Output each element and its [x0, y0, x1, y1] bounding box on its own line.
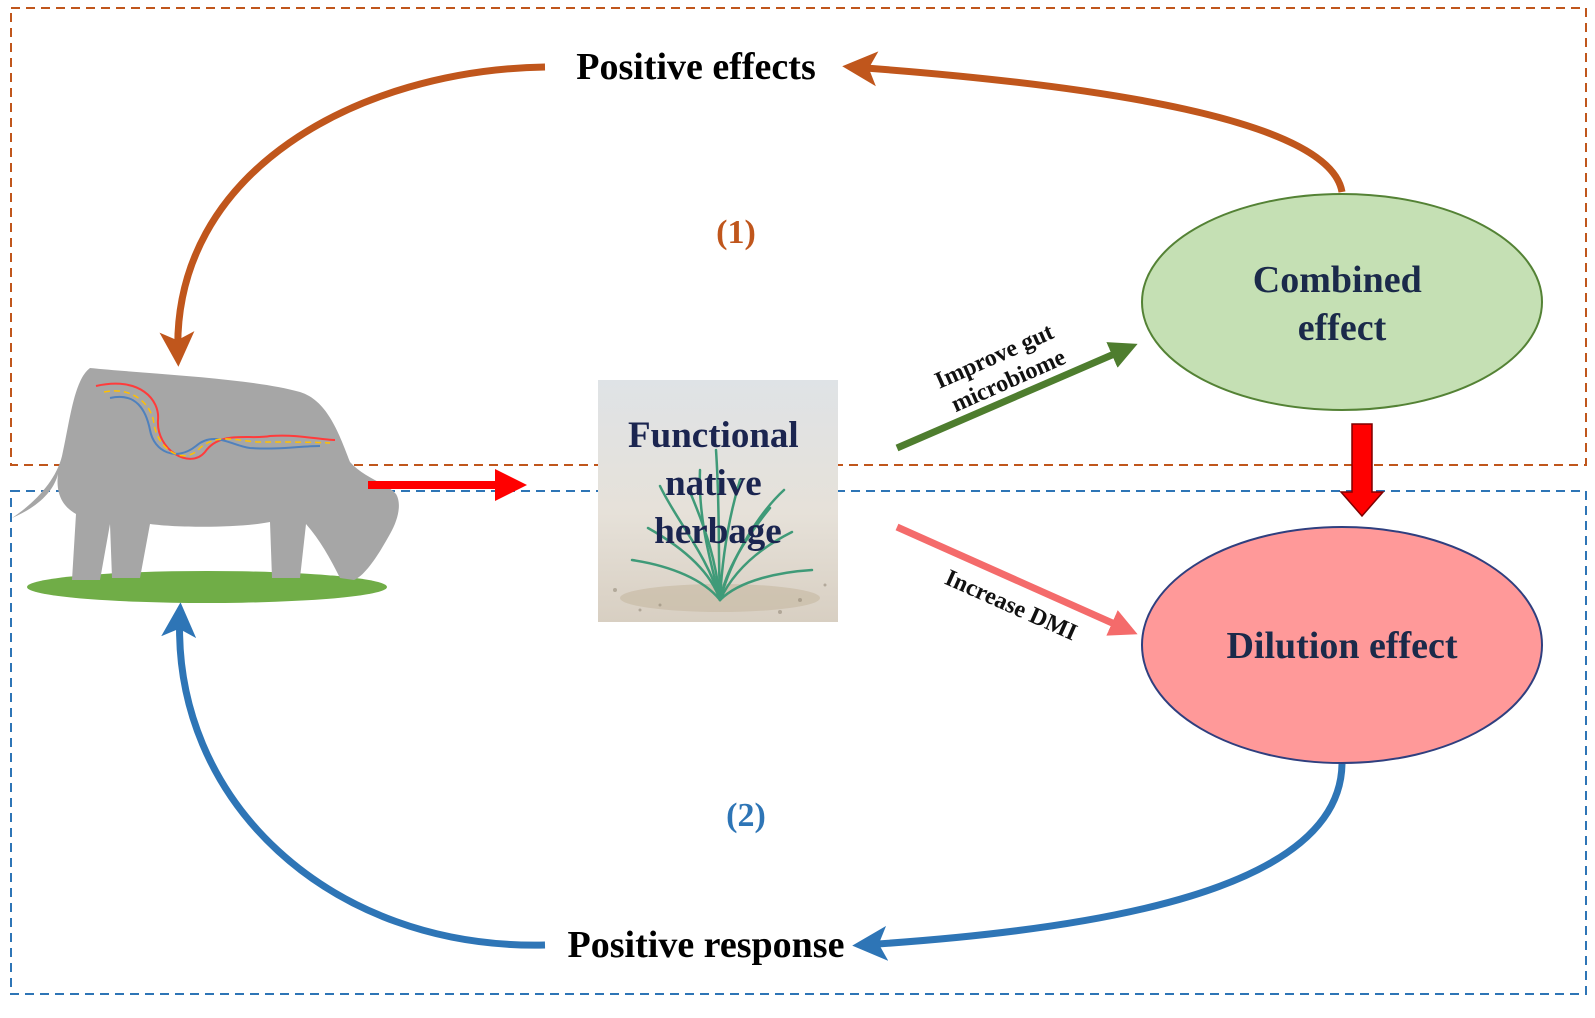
cow-illustration — [12, 368, 399, 603]
arrow-dilution-to-positive-response — [852, 763, 1346, 961]
cow-gut-red — [95, 382, 336, 460]
arrow-herbage-to-dilution — [895, 523, 1138, 636]
combined-effect-ellipse — [1141, 193, 1543, 411]
section-1-label: (1) — [716, 214, 756, 251]
positive-response-label: Positive response — [568, 924, 845, 966]
combined-effect-label: Combined effect — [1253, 259, 1431, 349]
combined-effect-line-2: effect — [1298, 307, 1387, 349]
grass-ellipse — [27, 571, 387, 603]
positive-effects-label: Positive effects — [576, 46, 816, 88]
herbage-photo — [598, 380, 838, 622]
arrow-combined-to-positive-effects — [842, 51, 1346, 193]
arrow-positive-response-to-cow — [161, 602, 546, 949]
cow-gut-blue — [109, 395, 321, 455]
region-1-frame — [10, 7, 1587, 466]
center-label-line-2: native — [665, 463, 762, 504]
section-2-label: (2) — [726, 797, 766, 834]
cow-silhouette — [12, 368, 399, 580]
dilution-effect-label: Dilution effect — [1226, 625, 1457, 667]
center-label: Functional native herbage — [628, 415, 808, 552]
dilution-effect-ellipse — [1141, 526, 1543, 764]
arrow-combined-to-dilution — [1339, 423, 1385, 518]
combined-effect-line-1: Combined — [1253, 259, 1422, 301]
center-label-line-3: herbage — [654, 511, 781, 552]
arrow-herbage-to-combined — [895, 342, 1138, 452]
center-label-line-1: Functional — [628, 415, 799, 456]
arrow-positive-effects-to-cow — [159, 63, 546, 367]
cow-gut-yellow — [103, 390, 331, 457]
